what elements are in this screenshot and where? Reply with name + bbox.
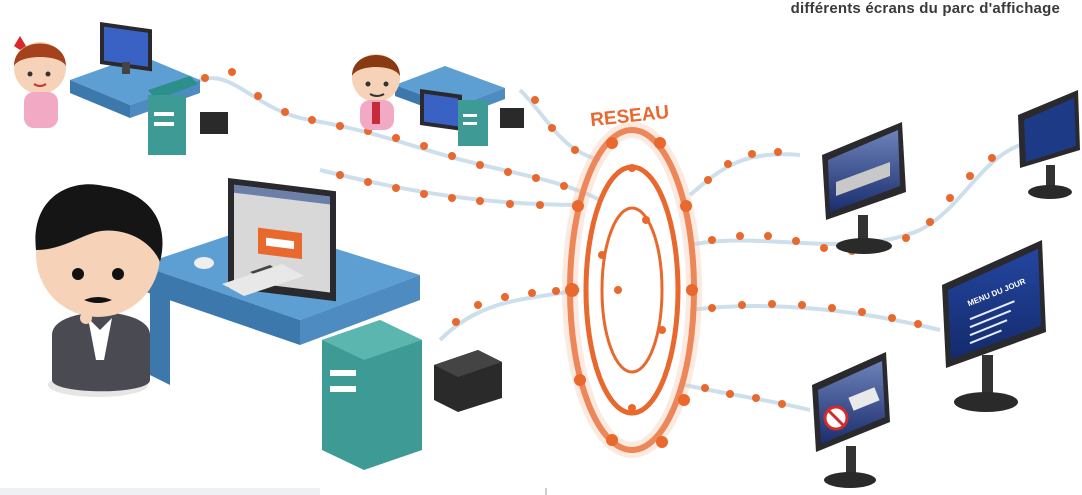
display-top-center xyxy=(822,122,906,254)
cable-display-1 xyxy=(688,152,801,197)
tower-main xyxy=(322,320,422,470)
workstation-male xyxy=(352,54,524,146)
cable-dots xyxy=(201,68,996,408)
network-label: RESEAU xyxy=(589,102,670,131)
workstation-female xyxy=(14,22,228,155)
cable-male xyxy=(518,88,601,162)
display-no-smoking xyxy=(812,352,890,488)
avatar-main xyxy=(35,184,163,397)
ring-middle xyxy=(583,164,681,416)
cable-main xyxy=(438,288,581,342)
caption-text: différents écrans du parc d'affichage xyxy=(790,0,1060,17)
ring-nodes xyxy=(565,137,698,448)
ups-male xyxy=(500,108,524,128)
network-rings xyxy=(562,122,702,458)
mouse xyxy=(194,257,214,269)
cable-display-4 xyxy=(684,383,811,412)
display-menu: MENU DU JOUR xyxy=(942,240,1046,412)
cable-display-3 xyxy=(689,304,941,332)
display-top-right xyxy=(1018,90,1080,199)
ups-female xyxy=(200,112,228,134)
ring-inner xyxy=(600,206,664,374)
workstation-main xyxy=(35,177,502,470)
